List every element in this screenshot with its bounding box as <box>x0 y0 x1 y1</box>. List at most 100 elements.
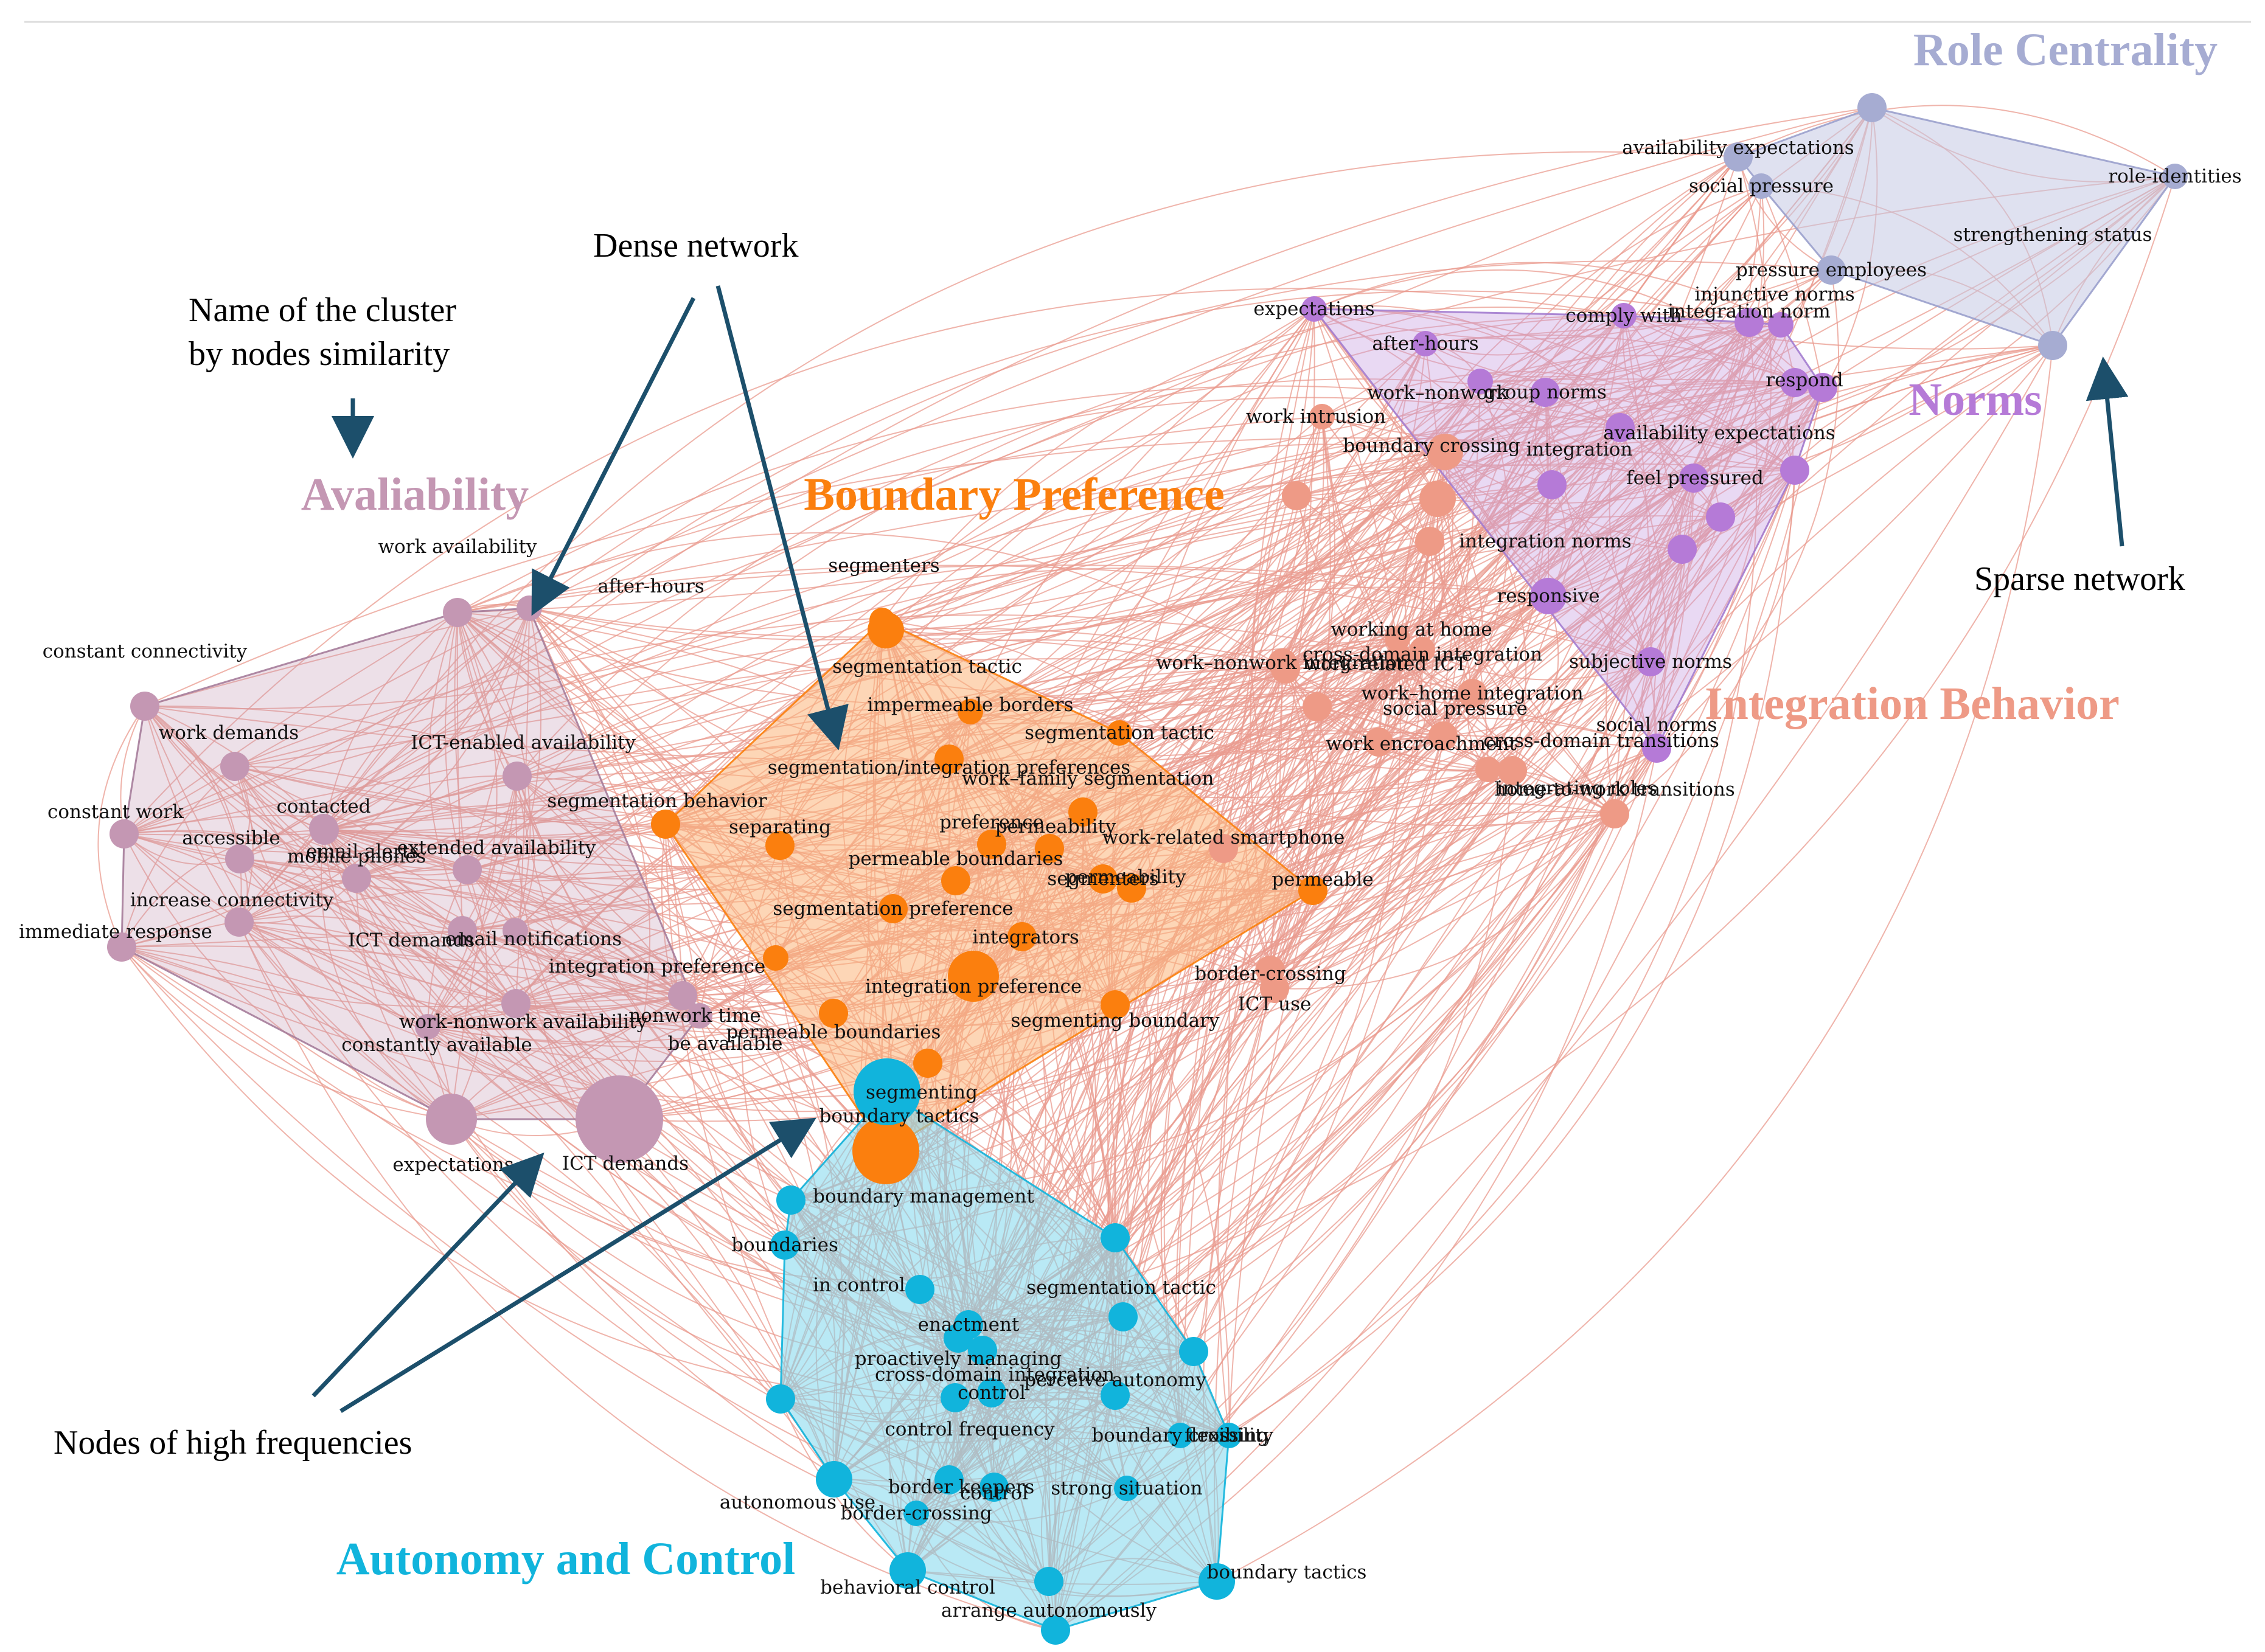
node-work-encroachment[interactable] <box>1364 727 1393 757</box>
node-increase-connectivity[interactable] <box>224 908 254 937</box>
node-responsive[interactable] <box>1530 578 1567 614</box>
node-work-related-smartphone[interactable] <box>1209 834 1238 863</box>
node-injunctive-norms[interactable] <box>1768 312 1794 338</box>
node-email-alerts[interactable] <box>310 816 339 845</box>
node-autonomy[interactable] <box>1041 1616 1070 1645</box>
node-after-hours[interactable] <box>1413 331 1438 356</box>
node-integration-behavior[interactable] <box>1303 692 1332 721</box>
node-permeable-boundaries[interactable] <box>819 999 848 1028</box>
node-integration-norms[interactable] <box>1415 527 1444 556</box>
node-home-to-work-transitions[interactable] <box>1600 799 1629 828</box>
node-boundary-tactics[interactable] <box>854 1058 920 1125</box>
node-cross-domain-integration[interactable] <box>1410 637 1435 662</box>
node-strong-situation[interactable] <box>1114 1476 1139 1501</box>
node-social-pressure[interactable] <box>1428 721 1458 751</box>
node-permeable[interactable] <box>1298 876 1327 905</box>
node-mobile-phones[interactable] <box>342 864 371 893</box>
node-boundaries[interactable] <box>770 1230 799 1260</box>
node-work-availability[interactable] <box>443 598 472 627</box>
node-constantly-available[interactable] <box>415 1014 440 1039</box>
node-cross-domain-transitions[interactable] <box>1475 757 1501 782</box>
node-integration-preference[interactable] <box>948 951 999 1002</box>
node-constant-connectivity[interactable] <box>130 692 159 721</box>
node-preference[interactable] <box>977 830 1006 859</box>
node-autonomous-use[interactable] <box>816 1461 852 1498</box>
node-behavioral-control[interactable] <box>889 1552 926 1589</box>
node-ict-demands[interactable] <box>448 916 477 945</box>
node-permeable-boundaries[interactable] <box>941 866 970 895</box>
node-segmentation-tactic[interactable] <box>1107 720 1132 746</box>
node-impermeable-borders[interactable] <box>958 699 983 724</box>
node-norms[interactable] <box>1706 502 1735 532</box>
node-integration-preference[interactable] <box>763 945 788 971</box>
node-subjective-norms[interactable] <box>1636 647 1665 676</box>
node-control[interactable] <box>977 1378 1006 1407</box>
node-be-available[interactable] <box>687 1003 712 1029</box>
node-nonwork-time[interactable] <box>668 981 697 1010</box>
node-ict-demands[interactable] <box>576 1075 663 1163</box>
node-email-notifications[interactable] <box>503 918 528 943</box>
node-work-nonwork-availability[interactable] <box>501 989 531 1018</box>
node-expectations[interactable] <box>426 1094 477 1145</box>
node-accessible[interactable] <box>225 844 254 873</box>
node-segmentation-tactic[interactable] <box>1101 1223 1130 1252</box>
node-social-pressure[interactable] <box>1748 173 1774 199</box>
node-work-intrusion[interactable] <box>1309 404 1335 429</box>
node-availability-expectations[interactable] <box>1724 142 1753 172</box>
node-segmentation-tactic[interactable] <box>868 612 904 648</box>
node-ict-use[interactable] <box>1260 974 1289 1003</box>
node-comply-with[interactable] <box>1611 303 1637 328</box>
node-integrating-roles[interactable] <box>1498 756 1527 785</box>
node-work-nonwork[interactable] <box>1467 369 1493 394</box>
node-autonomy[interactable] <box>1108 1302 1138 1331</box>
node-flexibility[interactable] <box>1216 1423 1242 1448</box>
node-integration-behavior[interactable] <box>1419 481 1456 517</box>
node-immediate-response[interactable] <box>107 932 136 962</box>
node-segmenting-boundary[interactable] <box>1101 990 1130 1019</box>
node-separating[interactable] <box>765 831 795 860</box>
node-cross-domain-integration[interactable] <box>968 1336 997 1365</box>
node-permeability[interactable] <box>1035 834 1064 863</box>
node-autonomy[interactable] <box>1179 1337 1208 1366</box>
node-expectations[interactable] <box>1301 296 1327 322</box>
node-arrange-autonomously[interactable] <box>1034 1567 1063 1596</box>
node-norms[interactable] <box>1668 535 1697 564</box>
node-boundary-crossing[interactable] <box>1427 434 1463 470</box>
node-feel-pressured[interactable] <box>1679 463 1708 493</box>
node-work-family-segmentation[interactable] <box>1068 797 1098 827</box>
node-boundary-management[interactable] <box>776 1185 805 1215</box>
node-role-centrality[interactable] <box>1857 93 1887 122</box>
node-control[interactable] <box>979 1473 1009 1502</box>
node-segmentation-preference[interactable] <box>879 894 908 923</box>
node-social-norms[interactable] <box>1642 734 1671 763</box>
node-availability-expectations[interactable] <box>1606 413 1635 442</box>
node-norms[interactable] <box>1780 368 1809 397</box>
node-proactively-managing[interactable] <box>944 1324 973 1353</box>
node-segmenters[interactable] <box>1088 864 1118 894</box>
node-integration[interactable] <box>1537 470 1567 499</box>
node-perceive-autonomy[interactable] <box>1101 1381 1130 1410</box>
node-segmenting[interactable] <box>913 1049 942 1078</box>
node-integration-norm[interactable] <box>1734 308 1764 337</box>
node-work-related-ict[interactable] <box>1386 644 1412 670</box>
node-segmentation-integration-preferences[interactable] <box>934 744 964 774</box>
node-boundary-preference[interactable] <box>852 1117 919 1184</box>
node-boundary-crossing[interactable] <box>1167 1423 1193 1448</box>
node-permeability[interactable] <box>1117 873 1146 903</box>
node-autonomy[interactable] <box>766 1384 795 1414</box>
node-integration-behavior[interactable] <box>1282 481 1311 510</box>
node-control-frequency[interactable] <box>941 1383 970 1412</box>
node-norms[interactable] <box>1780 456 1809 485</box>
node-integrators[interactable] <box>1007 922 1037 951</box>
node-segmentation-behavior[interactable] <box>651 810 680 839</box>
node-strengthening-status[interactable] <box>2038 331 2067 360</box>
node-boundary-tactics[interactable] <box>1199 1563 1235 1600</box>
node-border-keepers[interactable] <box>934 1465 964 1494</box>
node-pressure-employees[interactable] <box>1817 255 1846 285</box>
node-role-identities[interactable] <box>2162 164 2188 189</box>
node-constant-work[interactable] <box>110 819 139 849</box>
node-border-crossing[interactable] <box>903 1501 929 1526</box>
node-extended-availability[interactable] <box>453 855 482 884</box>
node-work-demands[interactable] <box>220 752 249 781</box>
node-group-norms[interactable] <box>1531 378 1560 407</box>
